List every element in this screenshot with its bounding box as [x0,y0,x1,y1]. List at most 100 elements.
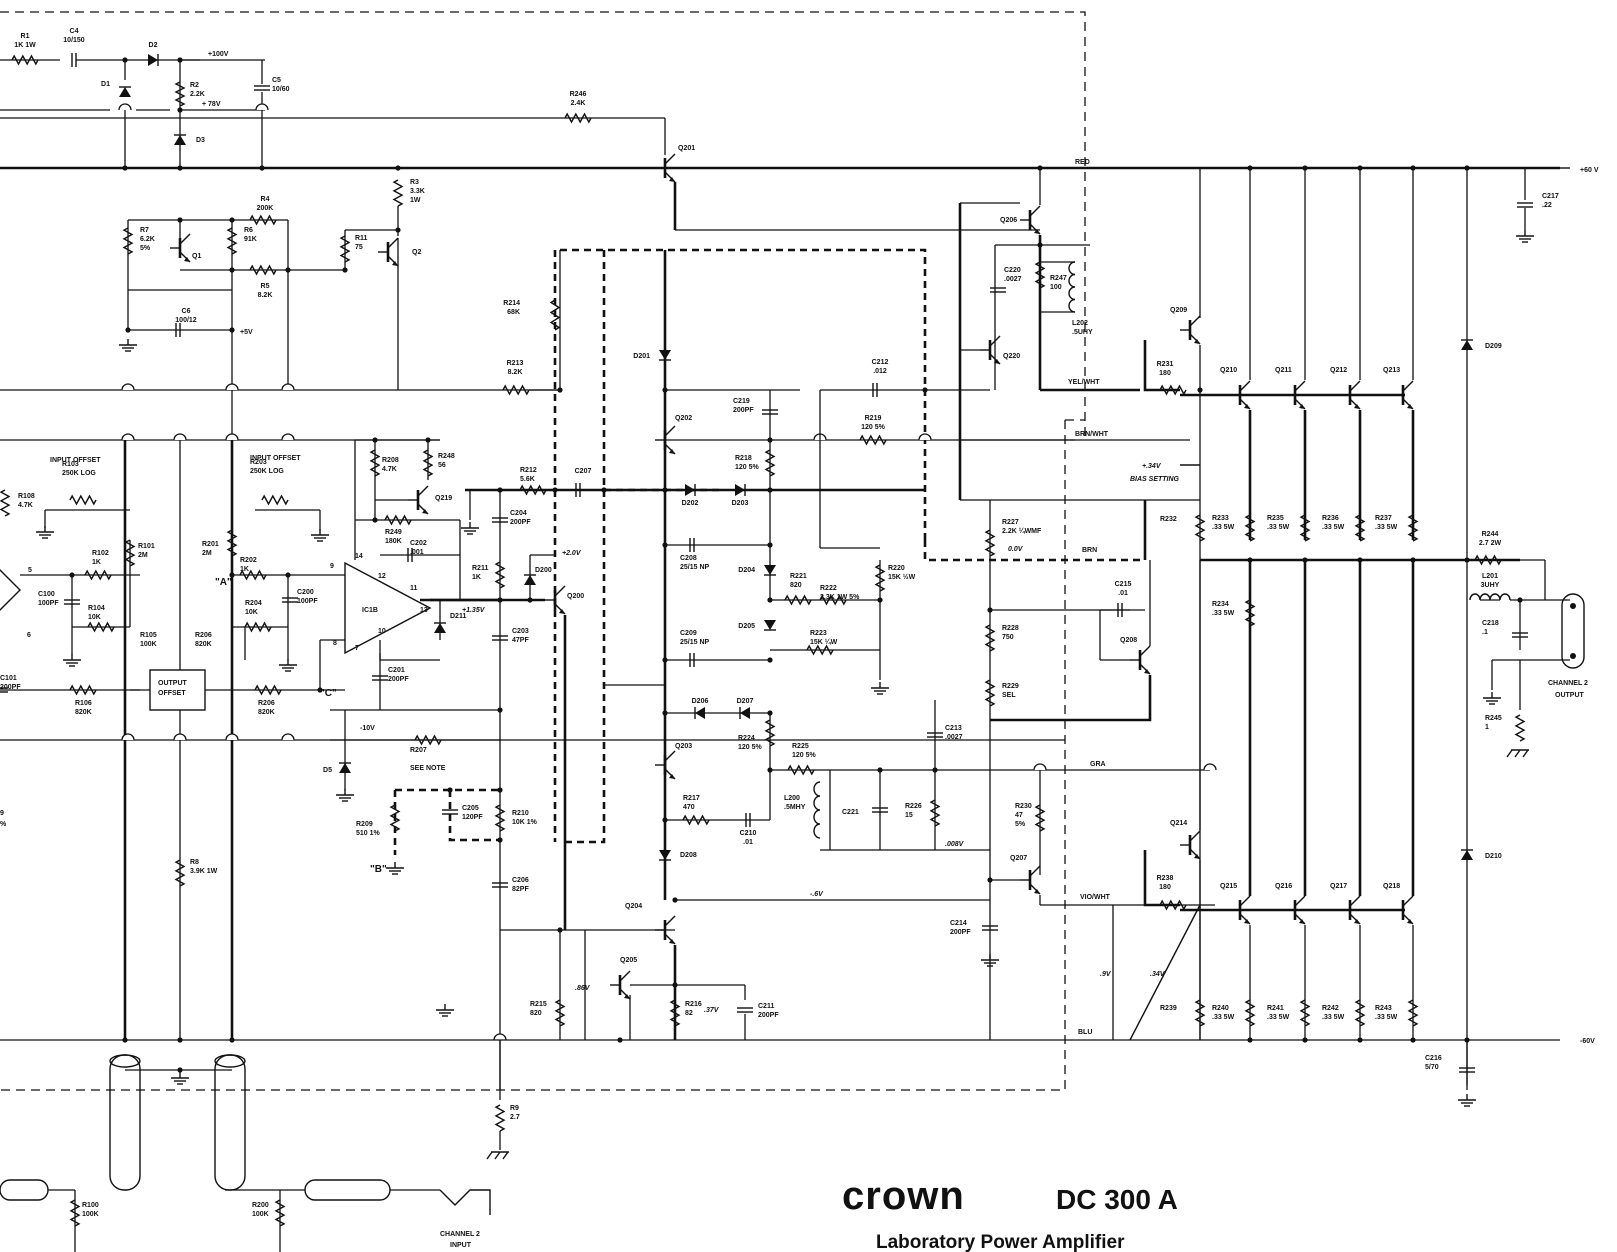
c214-label-line: C214 [950,920,967,927]
junction-dot [1410,165,1416,171]
wire-color-gra: GRA [1090,761,1106,768]
resistor-r202 [239,569,267,581]
inductor-coil [1469,593,1511,601]
transistor-arrow [184,257,190,262]
junction-dot [259,165,265,171]
r4-label-line: R4 [261,196,270,203]
r218-label-line: 120 5% [735,464,760,471]
c207-label: C207 [575,468,592,475]
resistor-r4 [249,214,277,226]
c217-label-line: C217 [1542,193,1559,200]
r247-label-line: 100 [1050,284,1062,291]
q210-label: Q210 [1220,367,1237,374]
r220-label-line: 15K ½W [888,573,916,581]
rail-label-plus-5: +5V [240,329,253,336]
c214-label-line: 200PF [950,929,971,936]
transistor-q2 [378,237,399,267]
resistor-zigzag [764,449,776,477]
capacitor-c205 [442,809,458,815]
resistor-zigzag [1299,999,1311,1027]
resistor-r3 [392,179,404,207]
r5-label: R58.2K [258,283,273,299]
resistor-r219 [859,434,887,446]
cable-shield [214,1054,246,1191]
r209-label-line: R209 [356,821,373,828]
junction-dot [447,787,453,793]
c207-label-line: C207 [575,468,592,475]
r228-label-line: 750 [1002,634,1014,641]
channel2-output-label-2: OUTPUT [1555,692,1585,699]
c100-label-line: C100 [38,591,55,598]
c201-label-line: C201 [388,667,405,674]
resistor-r220 [874,564,886,592]
r241-label-line: .33 5W [1267,1014,1290,1021]
diode-d211 [434,622,446,633]
r202-label-line: R202 [240,557,257,564]
r226-label-line: 15 [905,812,913,819]
c101-label-line: 200PF [0,684,21,691]
q205-label: Q205 [620,957,637,964]
diode-triangle [119,87,131,97]
ground-symbol [311,529,329,542]
c210-label-line: .01 [743,839,753,846]
c213-label: C213.0027 [945,725,963,741]
resistor-r226 [929,799,941,827]
wire-crossover [1203,763,1217,771]
resistor-zigzag [1034,261,1046,289]
resistor-r241 [1299,999,1311,1027]
junction-dot [527,597,533,603]
pin-label: 12 [378,573,386,580]
r242-label-line: .33 5W [1322,1014,1345,1021]
q206-label: Q206 [1000,217,1017,224]
r206-label-line: R206 [258,700,275,707]
ground-symbol [36,526,54,539]
junction-dot [177,1067,183,1073]
wire-crossover [1033,763,1047,771]
c214-label: C214 200PF [950,920,971,936]
d205-label-line: D205 [738,623,755,630]
l201-label-line: L201 [1482,573,1498,580]
wire-color-brn: BRN [1082,547,1097,554]
q215-label-line: Q215 [1220,883,1237,890]
r1-label-line: 1K 1W [14,42,36,49]
transistor-q211 [1285,380,1306,410]
q203-label: Q203 [675,743,692,750]
d200-label: D200 [535,567,552,574]
r202-label-line: 1K [240,566,249,573]
resistor-zigzag [422,449,434,477]
diode-triangle [735,484,745,496]
transistor-arrow [392,261,398,266]
resistor-zigzag [226,529,238,557]
r234-label-line: R234 [1212,601,1229,608]
r103-label-line: 250K LOG [62,470,96,477]
q2-label: Q2 [412,249,421,256]
wire [0,11,1086,440]
r11-label-line: R11 [355,235,368,242]
input-offset-label-r103: INPUT OFFSET [50,457,101,464]
c221-label: C221 [842,809,859,816]
r106-label-line: R106 [75,700,92,707]
resistor-zigzag [1407,999,1419,1027]
resistor-zigzag [784,594,812,606]
diode-triangle [1461,850,1473,860]
diode-triangle [685,484,695,496]
r207-label-line: R207 [410,747,427,754]
resistor-r228 [984,624,996,652]
r227-label-line: 2.2K ¼WMF [1002,527,1042,535]
junction-dot [497,787,503,793]
resistor-r233 [1244,514,1256,542]
c220-label: C220.0027 [1004,267,1022,283]
d2-label: D2 [149,42,158,49]
r201-label-line: R201 [202,541,219,548]
l200-label: L200.5MHY [784,795,806,811]
resistor-zigzag [549,299,561,331]
voltage-v37: .37V [704,1007,720,1014]
wire-color-blu: BLU [1078,1029,1092,1036]
